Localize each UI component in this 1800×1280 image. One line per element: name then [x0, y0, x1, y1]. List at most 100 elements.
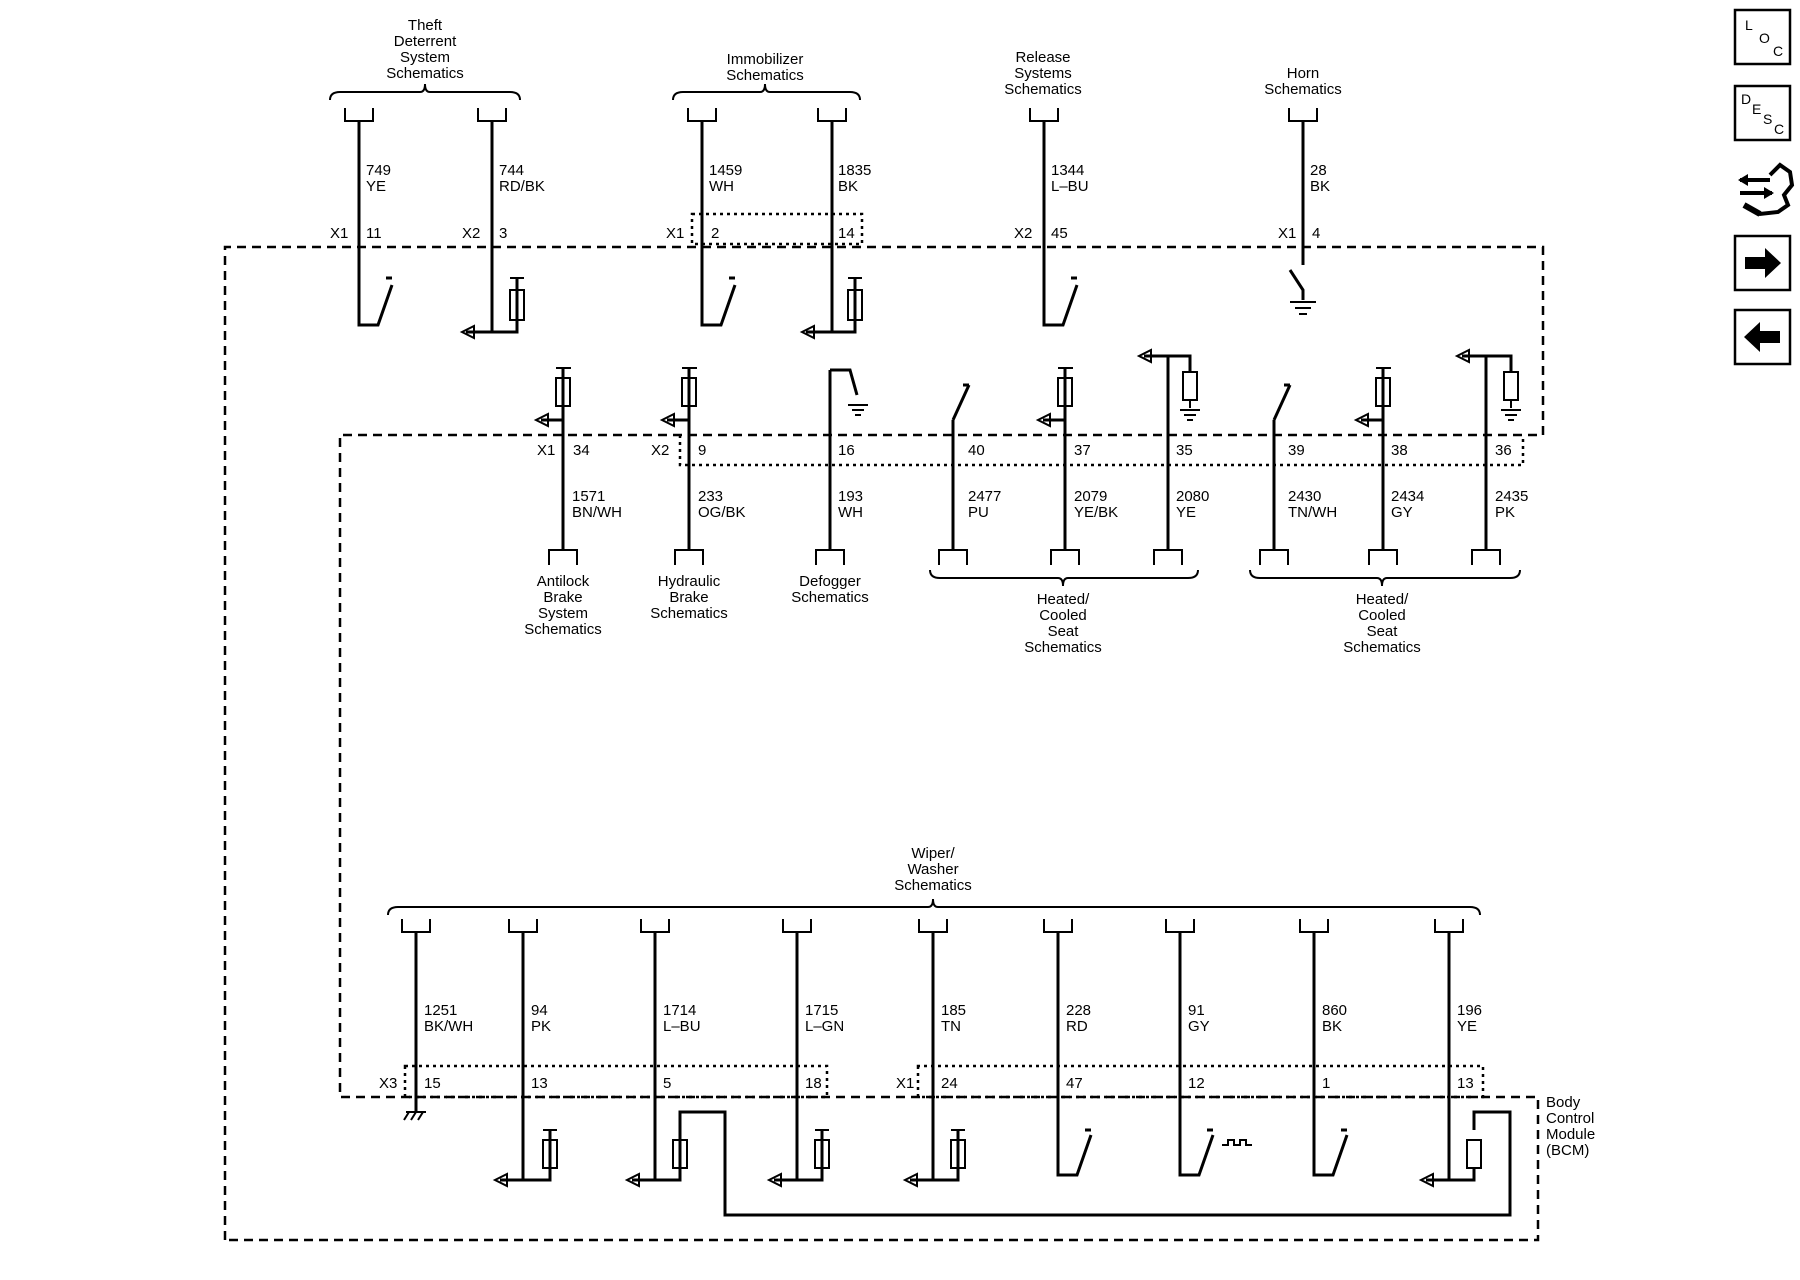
pin-number: 9 [698, 442, 706, 459]
desc-button[interactable]: DESC [1733, 84, 1792, 142]
loc-button[interactable]: LOC [1733, 8, 1792, 66]
middle-circuit-labels: X1 34 X2 9 16 40 37 35 39 38 36 1571 BN/… [537, 442, 1528, 521]
pin-number: 4 [1312, 225, 1320, 242]
circuit-number: 2435 [1495, 488, 1528, 505]
circuit-number: 1714 [663, 1002, 696, 1019]
circuit-number: 228 [1066, 1002, 1091, 1019]
previous-arrow-icon [1744, 322, 1780, 352]
group-label: Antilock [537, 573, 590, 590]
group-label: Cooled [1358, 607, 1406, 624]
group-label: Brake [543, 589, 582, 606]
connector-id: X2 [651, 442, 669, 459]
circuit-number: 185 [941, 1002, 966, 1019]
circuit-color: YE [1176, 504, 1196, 521]
circuit-color: YE [1457, 1018, 1477, 1035]
pin-number: 16 [838, 442, 855, 459]
circuit-color: PU [968, 504, 989, 521]
bcm-boundary [223, 245, 1545, 1242]
next-arrow-icon [1745, 248, 1781, 278]
circuit-color: BK/WH [424, 1018, 473, 1035]
middle-internal-symbols [533, 348, 1521, 428]
pin-number: 18 [805, 1075, 822, 1092]
circuit-number: 233 [698, 488, 723, 505]
circuit-color: OG/BK [698, 504, 746, 521]
circuit-number: 744 [499, 162, 524, 179]
connector-id: X2 [462, 225, 480, 242]
connector-id: X1 [896, 1075, 914, 1092]
circuit-color: PK [1495, 504, 1515, 521]
circuit-color: RD/BK [499, 178, 545, 195]
group-label: Theft [408, 17, 443, 34]
group-label: Cooled [1039, 607, 1087, 624]
circuit-number: 1835 [838, 162, 871, 179]
circuit-color: BK [838, 178, 858, 195]
connector-id: X2 [1014, 225, 1032, 242]
connector-outlines [403, 212, 1525, 1099]
pin-number: 2 [711, 225, 719, 242]
circuit-number: 91 [1188, 1002, 1205, 1019]
circuit-number: 860 [1322, 1002, 1347, 1019]
group-label: Seat [1367, 623, 1399, 640]
circuit-number: 2430 [1288, 488, 1321, 505]
connector-id: X1 [537, 442, 555, 459]
group-label: Release [1015, 49, 1070, 66]
circuit-color: RD [1066, 1018, 1088, 1035]
circuit-color: BK [1310, 178, 1330, 195]
pin-number: 35 [1176, 442, 1193, 459]
module-label-line: (BCM) [1546, 1142, 1589, 1159]
group-label: Heated/ [1037, 591, 1090, 608]
group-label: Schematics [1004, 81, 1082, 98]
group-label: Schematics [386, 65, 464, 82]
group-label: Hydraulic [658, 573, 721, 590]
group-label: Schematics [524, 621, 602, 638]
circuit-color: L–BU [1051, 178, 1089, 195]
bottom-terminals [401, 919, 1464, 933]
group-label: Schematics [1264, 81, 1342, 98]
circuit-color: TN [941, 1018, 961, 1035]
circuit-number: 193 [838, 488, 863, 505]
circuit-number: 749 [366, 162, 391, 179]
circuit-number: 2434 [1391, 488, 1424, 505]
pin-number: 24 [941, 1075, 958, 1092]
module-label-line: Control [1546, 1110, 1594, 1127]
module-label-line: Module [1546, 1126, 1595, 1143]
circuit-color: L–GN [805, 1018, 844, 1035]
group-label: Deterrent [394, 33, 457, 50]
group-label: Schematics [1024, 639, 1102, 656]
group-label: System [538, 605, 588, 622]
previous-page-button[interactable] [1733, 308, 1792, 366]
middle-wires [561, 356, 1488, 550]
circuit-number: 2080 [1176, 488, 1209, 505]
circuit-color: GY [1391, 504, 1413, 521]
circuit-number: 1571 [572, 488, 605, 505]
bottom-circuit-labels: 1251 BK/WH 94 PK 1714 L–BU 1715 L–GN 185… [379, 1002, 1482, 1092]
circuit-number: 1344 [1051, 162, 1084, 179]
group-label: Schematics [650, 605, 728, 622]
desc-icon: DESC [1741, 91, 1784, 137]
top-wires [357, 121, 1316, 340]
circuit-number: 94 [531, 1002, 548, 1019]
pin-number: 37 [1074, 442, 1091, 459]
circuit-color: YE [366, 178, 386, 195]
pin-number: 40 [968, 442, 985, 459]
group-label: System [400, 49, 450, 66]
pin-number: 1 [1322, 1075, 1330, 1092]
connector-repair-button[interactable] [1738, 162, 1795, 217]
circuit-number: 28 [1310, 162, 1327, 179]
next-page-button[interactable] [1733, 234, 1792, 292]
circuit-color: L–BU [663, 1018, 701, 1035]
